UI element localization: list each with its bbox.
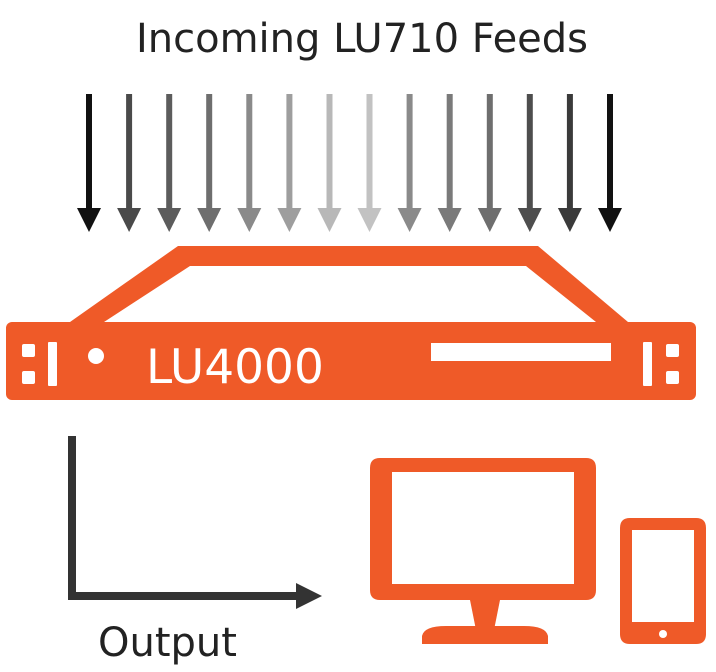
feed-arrow-6 (277, 94, 302, 232)
feed-arrow-8 (357, 94, 382, 232)
feed-arrow-11 (477, 94, 502, 232)
left-handle (22, 342, 57, 386)
output-label: Output (98, 620, 237, 666)
tablet-icon (620, 518, 706, 644)
output-arrow (68, 436, 322, 609)
device-label: LU4000 (146, 340, 324, 395)
feed-arrow-1 (77, 94, 101, 232)
feed-arrow-12 (517, 94, 542, 232)
feed-arrow-14 (598, 94, 622, 232)
feed-arrow-10 (437, 94, 462, 232)
power-led (88, 348, 104, 364)
feed-arrow-4 (197, 94, 222, 232)
feed-arrow-9 (397, 94, 422, 232)
drive-slot (431, 343, 611, 361)
tablet-home-button (659, 630, 667, 638)
diagram-title: Incoming LU710 Feeds (136, 16, 588, 62)
output-arrowhead (296, 583, 322, 609)
device-chassis (6, 322, 696, 400)
feed-arrow-3 (157, 94, 182, 232)
feed-arrow-13 (557, 94, 582, 232)
right-handle (643, 342, 679, 386)
feed-arrow-7 (317, 94, 342, 232)
desktop-monitor-icon (370, 458, 596, 644)
lu4000-device: LU4000 (6, 322, 696, 400)
rack-bracket (70, 246, 628, 322)
feed-arrow-5 (237, 94, 262, 232)
feed-arrow-2 (117, 94, 142, 232)
incoming-feed-arrows (77, 94, 622, 232)
